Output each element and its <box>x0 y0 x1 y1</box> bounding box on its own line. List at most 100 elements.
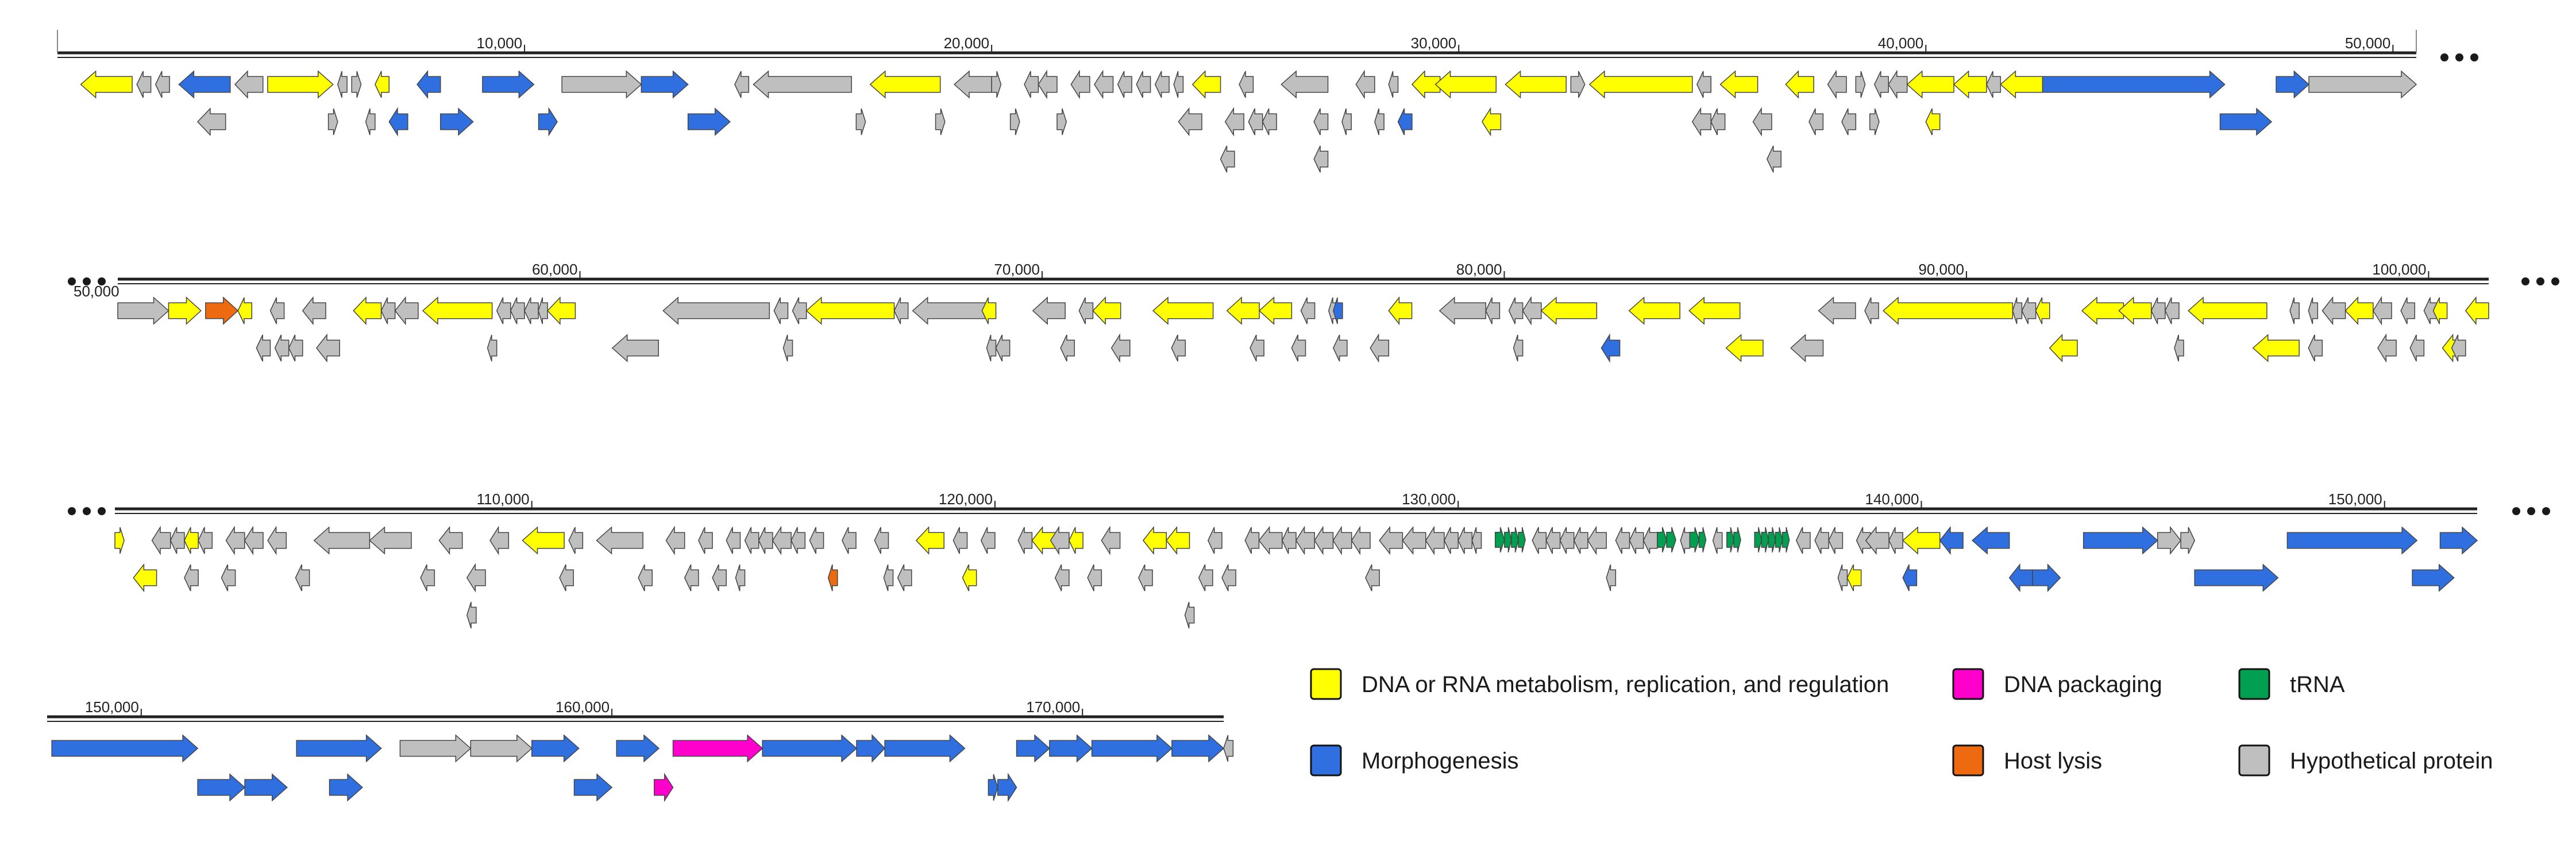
gene-arrow-morph <box>1939 526 1964 555</box>
gene-arrow-dna <box>1069 527 1083 554</box>
gene-arrow-hyp <box>1606 564 1617 592</box>
legend-item-lysis: Host lysis <box>1952 744 2102 777</box>
tick-label: 50,000 <box>74 283 119 300</box>
legend: DNA or RNA metabolism, replication, and … <box>1310 668 2493 777</box>
gene-arrow-hyp <box>288 334 303 362</box>
gene-arrow-dna <box>1411 70 1441 99</box>
gene-arrow-hyp <box>1874 71 1889 98</box>
legend-swatch <box>1310 744 1342 777</box>
gene-arrow-dna <box>522 526 565 555</box>
gene-arrow-dna <box>2187 296 2268 325</box>
gene-arrow-hyp <box>1341 108 1352 136</box>
continuation-dots-left <box>68 507 106 515</box>
gene-arrow-hyp <box>1009 108 1020 136</box>
gene-arrow-hyp <box>1388 71 1399 98</box>
gene-arrow-morph <box>482 70 535 99</box>
tick-label: 30,000 <box>1411 34 1457 52</box>
gene-arrow-hyp <box>1239 71 1254 98</box>
gene-arrow-trna <box>1775 527 1783 553</box>
gene-arrow-morph <box>641 70 689 99</box>
gene-arrow-dna <box>1191 70 1221 99</box>
gene-arrow-hyp <box>1281 527 1297 554</box>
gene-arrow-trna <box>1666 527 1676 553</box>
tick-label: 150,000 <box>85 698 139 716</box>
gene-arrow-dna <box>375 71 390 98</box>
gene-arrow-hyp <box>1522 296 1542 326</box>
gene-arrow-hyp <box>225 526 245 555</box>
gene-arrow-hyp <box>1986 71 2002 98</box>
gene-arrow-hyp <box>1136 71 1151 98</box>
gene-arrow-dna <box>1481 107 1502 137</box>
gene-arrow-dna <box>267 70 334 99</box>
gene-arrow-hyp <box>1094 69 1114 99</box>
gene-arrow-dna <box>1882 296 2014 325</box>
gene-arrow-hyp <box>1138 564 1153 592</box>
legend-label: DNA packaging <box>2004 672 2162 697</box>
gene-arrow-hyp <box>1888 69 1908 99</box>
gene-arrow-hyp <box>1223 735 1234 762</box>
gene-arrow-hyp <box>638 564 653 592</box>
gene-arrow-hyp <box>758 527 773 554</box>
gene-arrow-pack <box>654 772 674 802</box>
gene-arrow-dna <box>1540 296 1598 325</box>
gene-arrow-morph <box>2439 526 2478 555</box>
gene-arrow-hyp <box>1828 527 1844 554</box>
legend-label: Morphogenesis <box>1362 748 1519 774</box>
gene-arrow-hyp <box>753 70 852 99</box>
gene-arrow-dna <box>2000 70 2043 99</box>
gene-arrow-morph <box>884 734 966 763</box>
gene-arrow-hyp <box>1795 527 1811 554</box>
gene-arrow-hyp <box>1752 107 1772 137</box>
gene-arrow-hyp <box>1856 527 1871 554</box>
gene-arrow-hyp <box>295 564 310 592</box>
gene-arrow-dna <box>1152 296 1214 325</box>
gene-arrow-dna <box>962 564 977 592</box>
tick-label: 120,000 <box>939 490 993 508</box>
gene-arrow-hyp <box>1198 564 1213 592</box>
gene-arrow-morph <box>2412 563 2455 592</box>
gene-arrow-hyp <box>1545 527 1561 554</box>
gene-arrow-trna <box>1754 527 1763 553</box>
gene-arrow-hyp <box>169 527 185 554</box>
gene-arrow-hyp <box>698 527 713 554</box>
legend-swatch <box>1952 744 1984 777</box>
gene-arrow-hyp <box>1532 527 1547 554</box>
gene-arrow-morph <box>762 734 858 763</box>
tick-label: 40,000 <box>1878 34 1924 52</box>
gene-arrow-morph <box>2219 107 2273 136</box>
gene-arrow-dna <box>2081 296 2124 325</box>
gene-arrow-dna <box>80 70 133 99</box>
gene-arrow-trna <box>1518 527 1526 553</box>
tick-label: 50,000 <box>2345 34 2391 52</box>
gene-arrow-dna <box>422 296 493 325</box>
legend-label: DNA or RNA metabolism, replication, and … <box>1362 672 1889 697</box>
gene-arrow-hyp <box>369 526 412 555</box>
gene-arrow-hyp <box>2308 70 2417 99</box>
gene-arrow-hyp <box>1471 527 1482 554</box>
gene-arrow-hyp <box>995 334 1011 362</box>
gene-arrow-hyp <box>792 297 807 325</box>
gene-arrow-hyp <box>1615 527 1630 554</box>
gene-arrow-hyp <box>1888 527 1903 554</box>
gene-arrow-hyp <box>2021 297 2037 325</box>
gene-arrow-hyp <box>155 71 170 98</box>
gene-arrow-hyp <box>2180 527 2196 554</box>
gene-arrow-dna <box>1142 526 1167 555</box>
tick-label: 20,000 <box>944 34 990 52</box>
legend-swatch <box>2238 744 2270 777</box>
gene-arrow-morph <box>1972 526 2010 555</box>
gene-arrow-hyp <box>420 564 435 592</box>
gene-arrow-dna <box>981 297 997 325</box>
tick-label: 130,000 <box>1402 490 1456 508</box>
gene-arrow-morph <box>417 69 441 99</box>
gene-arrow-hyp <box>136 71 152 98</box>
gene-arrow-hyp <box>1865 526 1889 555</box>
gene-arrow-dna <box>1092 296 1121 325</box>
gene-arrow-dna <box>1785 70 1814 99</box>
continuation-dots-right <box>2521 277 2559 285</box>
gene-arrow-morph <box>1171 734 1225 763</box>
